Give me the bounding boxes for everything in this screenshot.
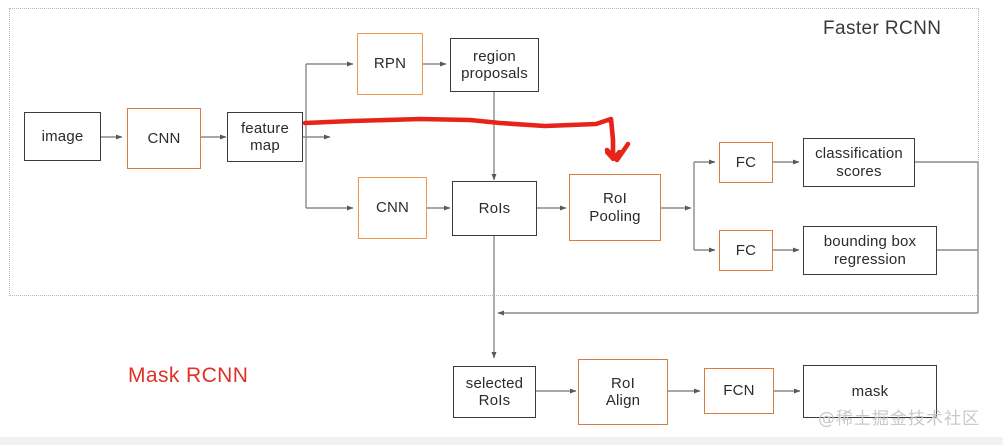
node-mask-label: mask [851, 382, 889, 400]
node-region-proposals-label: region proposals [461, 47, 528, 82]
node-fc-classification[interactable]: FC [719, 142, 773, 183]
watermark: @稀土掘金技术社区 [818, 409, 980, 429]
faster-rcnn-region-boundary [9, 8, 979, 296]
node-rpn-label: RPN [373, 55, 407, 73]
node-cnn-second-label: CNN [375, 199, 410, 217]
mask-rcnn-title: Mask RCNN [128, 364, 249, 387]
node-fcn[interactable]: FCN [704, 368, 774, 414]
faster-rcnn-region-title: Faster RCNN [823, 18, 942, 39]
node-roi-align-label: RoI Align [605, 374, 641, 409]
node-region-proposals[interactable]: region proposals [450, 38, 539, 92]
node-feature-map-label: feature map [240, 119, 290, 154]
node-cnn-second[interactable]: CNN [358, 177, 427, 239]
node-selected-rois-label: selected RoIs [465, 374, 524, 409]
node-feature-map[interactable]: feature map [227, 112, 303, 162]
node-mask[interactable]: mask [803, 365, 937, 418]
node-fc-regression[interactable]: FC [719, 230, 773, 271]
node-fcn-label: FCN [723, 382, 755, 400]
node-rois-label: RoIs [478, 199, 511, 217]
node-image[interactable]: image [24, 112, 101, 161]
node-fc-regression-label: FC [735, 241, 757, 259]
node-selected-rois[interactable]: selected RoIs [453, 366, 536, 418]
node-fc-classification-label: FC [735, 153, 757, 171]
node-classification-scores[interactable]: classification scores [803, 138, 915, 187]
node-rois[interactable]: RoIs [452, 181, 537, 236]
node-roi-pooling[interactable]: RoI Pooling [569, 174, 661, 241]
node-rpn[interactable]: RPN [357, 33, 423, 95]
node-cnn-backbone[interactable]: CNN [127, 108, 201, 169]
node-image-label: image [41, 127, 84, 145]
node-classification-scores-label: classification scores [815, 145, 903, 180]
node-bounding-box-regression-label: bounding box regression [823, 233, 917, 268]
bottom-strip [0, 437, 1003, 445]
node-roi-align[interactable]: RoI Align [578, 359, 668, 425]
red-annotation-arrow [302, 116, 631, 163]
node-bounding-box-regression[interactable]: bounding box regression [803, 226, 937, 275]
node-cnn-backbone-label: CNN [147, 129, 181, 147]
node-roi-pooling-label: RoI Pooling [589, 190, 641, 225]
